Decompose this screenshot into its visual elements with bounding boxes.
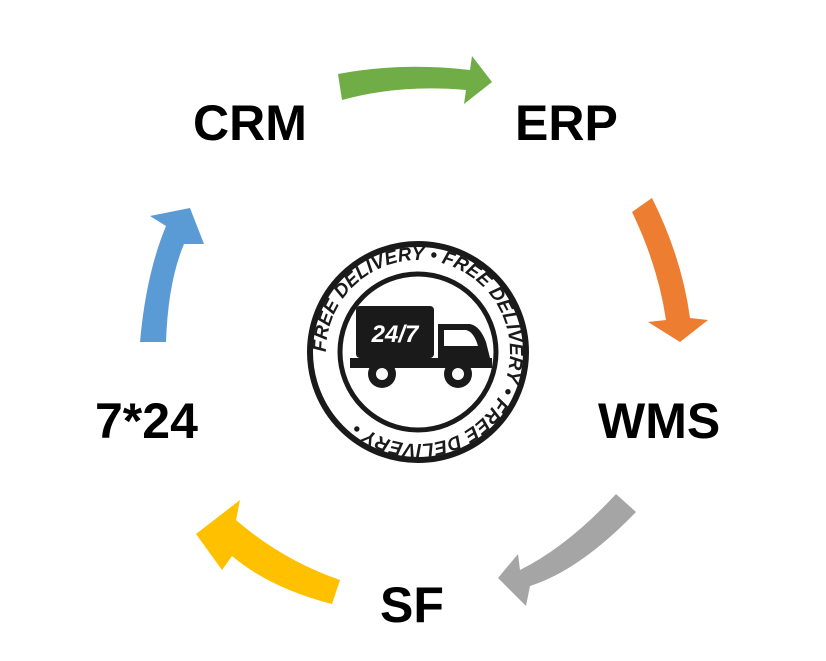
arrow-7x24-to-crm	[140, 208, 204, 342]
free-delivery-badge: FREE DELIVERY • FREE DELIVERY • FREE DEL…	[307, 241, 529, 463]
node-crm: CRM	[193, 95, 307, 151]
arrow-erp-to-wms	[632, 198, 708, 342]
node-7x24: 7*24	[95, 393, 198, 449]
arrow-sf-to-7x24	[196, 500, 340, 604]
truck-icon	[350, 306, 492, 388]
arrow-crm-to-erp	[338, 56, 492, 104]
badge-inner-ring	[337, 271, 499, 433]
arrow-wms-to-sf	[498, 494, 636, 606]
badge-outer-ring	[307, 241, 529, 463]
truck-247-label: 24/7	[371, 321, 420, 348]
node-sf: SF	[380, 577, 444, 633]
node-wms: WMS	[598, 393, 721, 449]
node-erp: ERP	[515, 95, 618, 151]
